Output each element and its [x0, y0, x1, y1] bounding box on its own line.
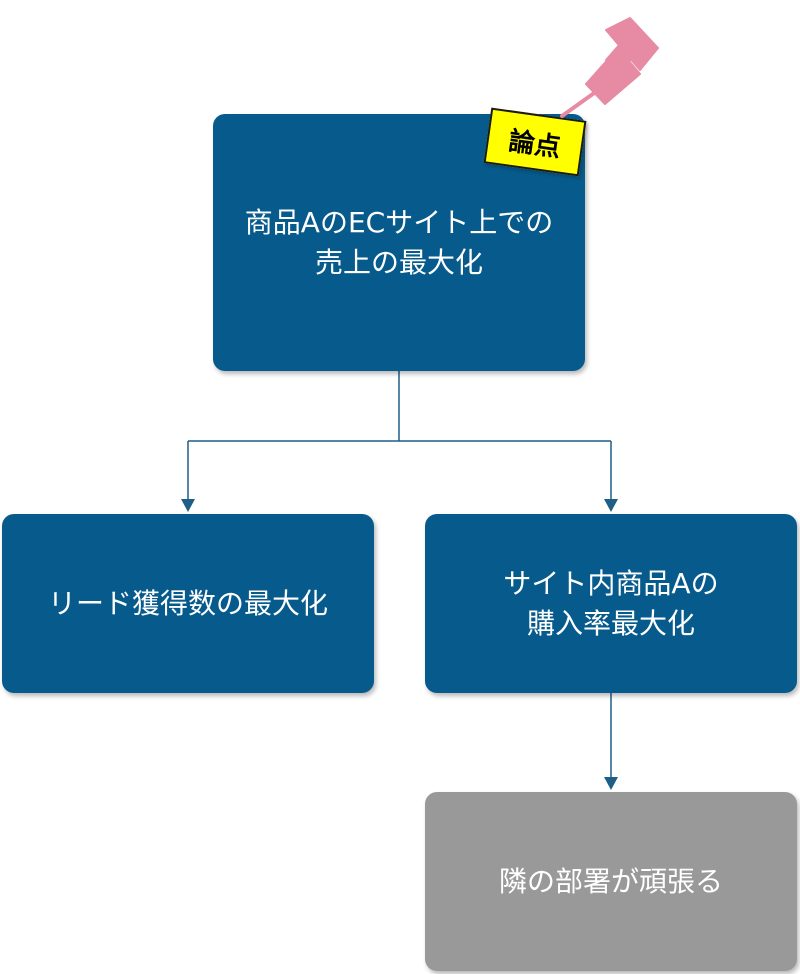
- root-node-line-2: 売上の最大化: [314, 245, 483, 279]
- grandchild-node: 隣の部署が頑張る: [425, 792, 797, 971]
- issue-tag-label: 論点: [506, 126, 563, 163]
- root-node-line-1: 商品AのECサイト上での: [244, 205, 554, 239]
- child-node-lead: リード獲得数の最大化: [2, 514, 374, 693]
- arrowhead-right: [604, 499, 618, 512]
- child-node-lead-line-1: リード獲得数の最大化: [47, 586, 328, 620]
- arrowhead-left: [181, 499, 195, 512]
- child-node-conversion: サイト内商品Aの 購入率最大化: [425, 514, 797, 693]
- grandchild-node-line-1: 隣の部署が頑張る: [498, 864, 723, 898]
- child-node-conversion-line-1: サイト内商品Aの: [503, 566, 719, 600]
- child-node-conversion-line-2: 購入率最大化: [526, 606, 695, 640]
- arrowhead-bottom: [604, 777, 618, 790]
